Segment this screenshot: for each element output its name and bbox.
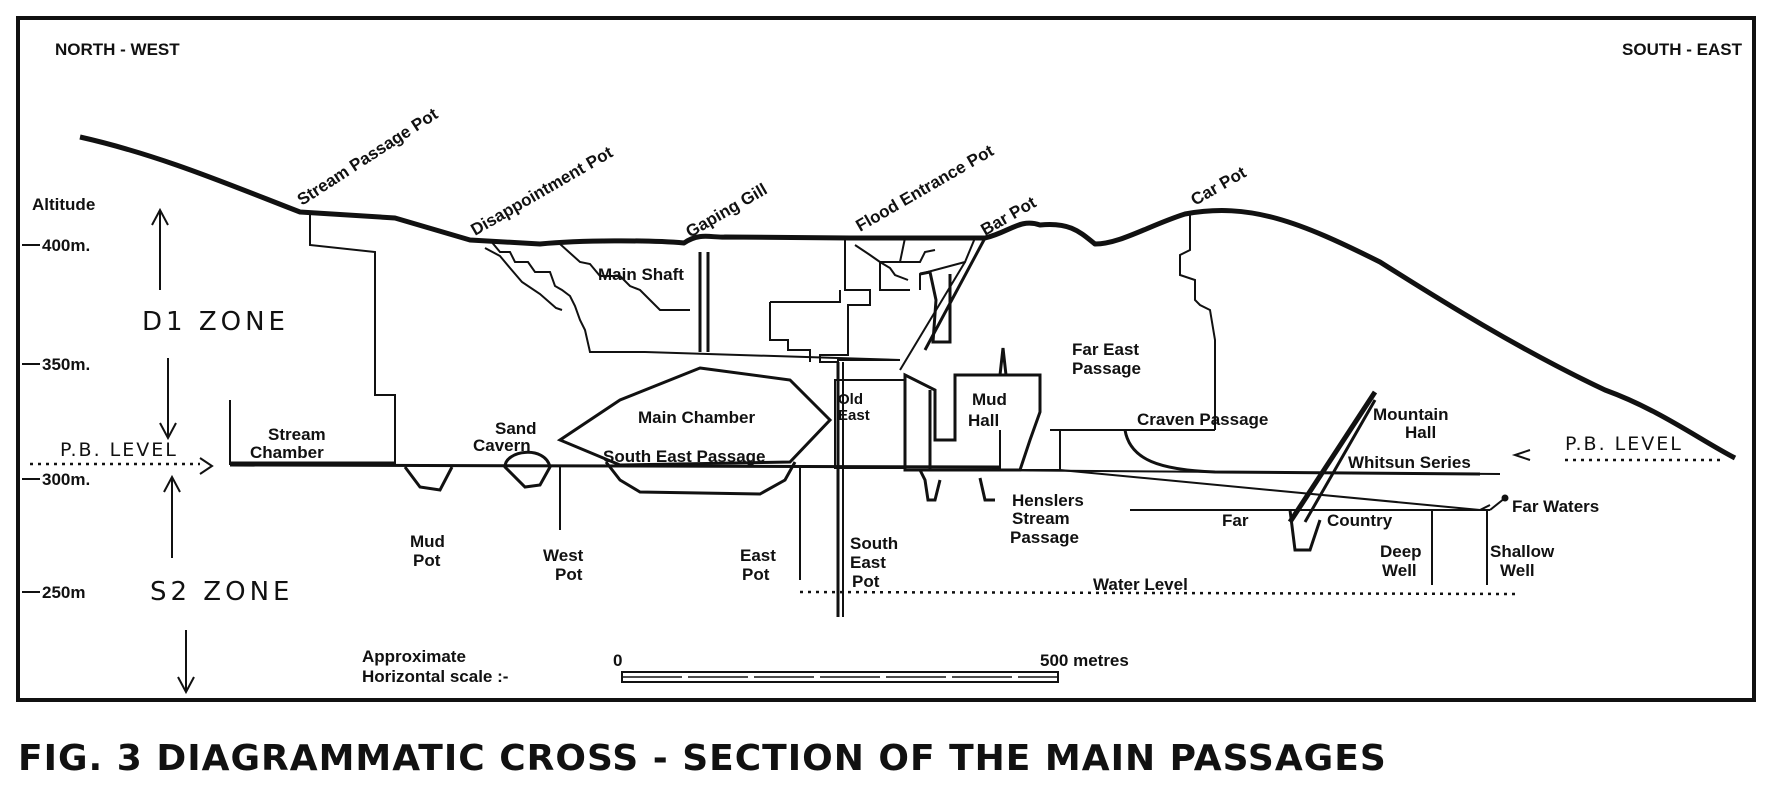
label-east-pot-1: East (740, 546, 776, 565)
label-main-shaft: Main Shaft (598, 265, 684, 284)
tick-label-400: 400m. (42, 236, 90, 255)
label-south-east-passage: South East Passage (603, 447, 766, 466)
label-west-pot-1: West (543, 546, 584, 565)
label-flood-entrance-pot: Flood Entrance Pot (853, 141, 998, 236)
mountain-hall-shaft (1287, 390, 1378, 524)
sand-cavern-outline (503, 450, 552, 489)
label-main-chamber: Main Chamber (638, 408, 756, 427)
direction-south-east: SOUTH - EAST (1622, 40, 1743, 59)
scale-end-label: 500 metres (1040, 651, 1129, 670)
label-old-east-2: East (838, 407, 870, 424)
label-sand-cavern-1: Sand (495, 419, 537, 438)
label-mountain-hall-1: Mountain (1373, 405, 1449, 424)
label-far-east-passage-2: Passage (1072, 359, 1141, 378)
label-bar-pot: Bar Pot (978, 193, 1040, 240)
zone-d1-label: D1 ZONE (142, 307, 289, 337)
label-stream-chamber-2: Chamber (250, 443, 324, 462)
label-gaping-gill: Gaping Gill (683, 180, 771, 242)
label-henslers-3: Passage (1010, 528, 1079, 547)
scale-label-2: Horizontal scale :- (362, 667, 508, 686)
altitude-axis-title: Altitude (32, 195, 95, 214)
label-sand-cavern-2: Cavern (473, 436, 531, 455)
label-east-pot-2: Pot (742, 565, 770, 584)
label-shallow-well-1: Shallow (1490, 542, 1555, 561)
pb-level-right-label: P.B. LEVEL (1565, 433, 1683, 455)
label-stream-chamber-1: Stream (268, 425, 326, 444)
label-south-east-pot-1: South (850, 534, 898, 553)
shaft-network (309, 212, 1216, 471)
label-mountain-hall-2: Hall (1405, 423, 1436, 442)
tick-label-300: 300m. (42, 470, 90, 489)
figure-frame (16, 16, 1756, 702)
main-chamber-lower (604, 461, 797, 496)
zone-arrows (151, 207, 195, 695)
label-west-pot-2: Pot (555, 565, 583, 584)
label-south-east-pot-2: East (850, 553, 886, 572)
label-water-level: Water Level (1093, 575, 1188, 594)
label-craven-passage: Craven Passage (1137, 410, 1268, 429)
scale-start-label: 0 (613, 651, 622, 670)
tick-label-350: 350m. (42, 355, 90, 374)
label-henslers-1: Henslers (1012, 491, 1084, 510)
far-country-pit (1288, 509, 1322, 552)
pb-level-left-arrow (199, 457, 214, 475)
label-car-pot: Car Pot (1188, 163, 1250, 210)
label-deep-well-2: Well (1382, 561, 1417, 580)
pb-level-right-arrow (1511, 449, 1531, 461)
pb-level-left-label: P.B. LEVEL (60, 439, 178, 461)
altitude-ticks: 400m. 350m. 300m. 250m (22, 236, 90, 602)
label-deep-well-1: Deep (1380, 542, 1422, 561)
main-chamber-outline (556, 366, 833, 467)
label-mud-hall-1: Mud (972, 390, 1007, 409)
label-henslers-2: Stream (1012, 509, 1070, 528)
label-mud-pot-2: Pot (413, 551, 441, 570)
label-disappointment-pot: Disappointment Pot (468, 143, 617, 240)
mud-hall-outline (903, 372, 1042, 472)
craven-passage-lower (1123, 429, 1481, 476)
mud-hall-drop-2 (978, 477, 995, 502)
label-far-country-2: Country (1327, 511, 1393, 530)
scale-label-1: Approximate (362, 647, 466, 666)
zone-s2-label: S2 ZONE (150, 577, 293, 607)
label-whitsun-series: Whitsun Series (1348, 453, 1471, 472)
direction-north-west: NORTH - WEST (55, 40, 180, 59)
label-stream-passage-pot: Stream Passage Pot (294, 104, 442, 209)
label-shallow-well-2: Well (1500, 561, 1535, 580)
mud-pot-bowl (403, 466, 454, 492)
mud-hall-drop-1 (918, 469, 942, 502)
label-far-country-1: Far (1222, 511, 1249, 530)
label-far-east-passage-1: Far East (1072, 340, 1139, 359)
label-mud-pot-1: Mud (410, 532, 445, 551)
tick-label-250: 250m (42, 583, 85, 602)
label-south-east-pot-3: Pot (852, 572, 880, 591)
figure-caption: FIG. 3 DIAGRAMMATIC CROSS - SECTION OF T… (18, 738, 1387, 779)
label-old-east-1: Old (838, 391, 863, 408)
label-far-waters: Far Waters (1512, 497, 1599, 516)
label-mud-hall-2: Hall (968, 411, 999, 430)
